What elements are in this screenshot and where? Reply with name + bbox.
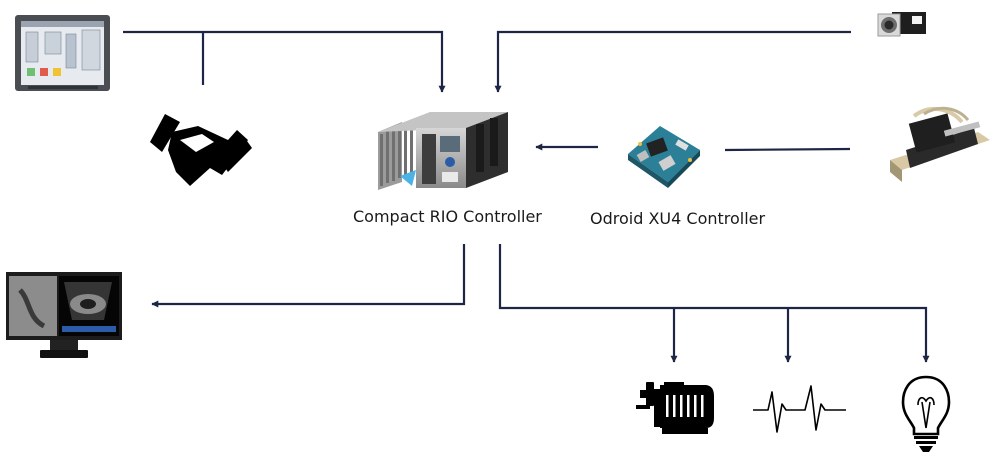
odroid-board-icon xyxy=(628,126,700,188)
line-rio-to-outputs xyxy=(498,244,930,363)
line-touch-panel-to-rio xyxy=(123,30,446,93)
line-camera-to-rio xyxy=(494,30,851,93)
camera-icon xyxy=(877,12,926,37)
ecg-signal-icon xyxy=(753,385,846,433)
line-rio-to-monitor xyxy=(151,244,466,308)
foot-pedal-icon xyxy=(150,114,252,186)
compact-rio-controller-label: Compact RIO Controller xyxy=(353,207,542,226)
connections xyxy=(123,30,930,363)
touch-panel-monitor-icon xyxy=(15,15,110,91)
odroid-xu4-controller-label: Odroid XU4 Controller xyxy=(590,209,766,228)
motor-icon xyxy=(636,382,714,434)
light-bulb-icon xyxy=(901,375,951,452)
compact-rio-controller-icon xyxy=(378,112,508,190)
line-sensor-to-odroid xyxy=(724,147,851,152)
linear-sensor-icon xyxy=(890,106,990,182)
ultrasound-monitor-icon xyxy=(6,272,122,358)
